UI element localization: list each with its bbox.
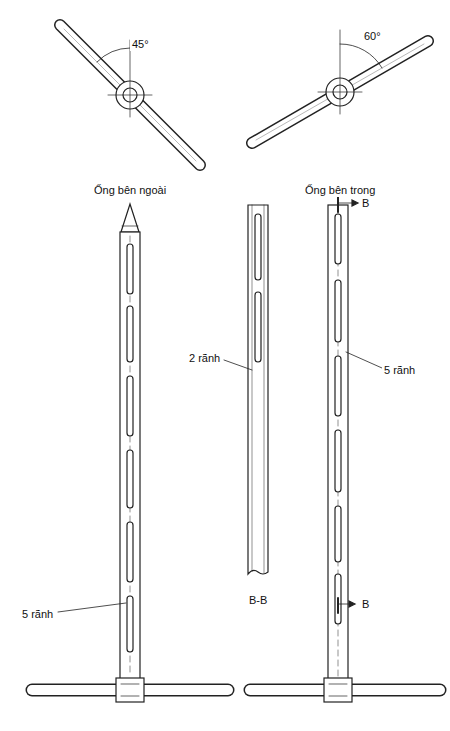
slot (127, 376, 133, 436)
slot-callout: 5 rãnh (20, 608, 55, 621)
slot (127, 306, 133, 362)
section-mark: B (360, 197, 371, 210)
slot (127, 596, 133, 652)
slot (335, 280, 341, 342)
slot-callout: 2 rãnh (187, 352, 222, 365)
section-title: B-B (247, 594, 269, 607)
angle-label: 45° (130, 38, 151, 51)
slot (335, 430, 341, 492)
slot (127, 244, 133, 294)
slot (335, 506, 341, 562)
slot (335, 214, 341, 264)
slot (335, 574, 341, 624)
view-caption: Ống bên trong (303, 184, 377, 197)
view-caption: Ống bên ngoài (92, 184, 168, 197)
slot-callout: 5 rãnh (382, 364, 417, 377)
section-mark: B (360, 598, 371, 611)
slot (127, 522, 133, 582)
angle-label: 60° (362, 30, 383, 43)
slot (127, 450, 133, 508)
slot (335, 356, 341, 416)
